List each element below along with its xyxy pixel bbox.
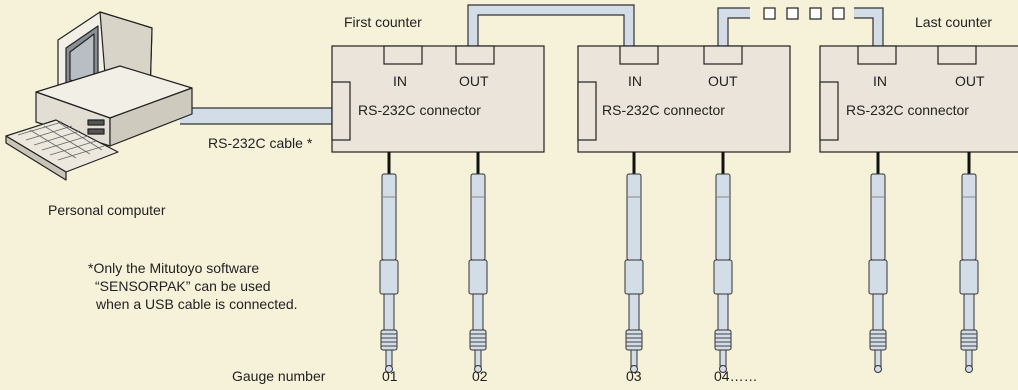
in-label: IN: [873, 73, 887, 89]
last-counter-label: Last counter: [915, 14, 993, 30]
gauge-probe-icon: [468, 152, 488, 373]
gauge-number: 01: [382, 368, 398, 384]
gauge-number-label: Gauge number: [232, 368, 326, 384]
rs232c-connector-port: [331, 81, 351, 141]
out-port: [703, 45, 743, 65]
cable-asterisk: *: [306, 135, 313, 151]
out-label: OUT: [459, 73, 489, 89]
personal-computer-icon: [5, 11, 193, 181]
in-port: [619, 45, 659, 65]
rs232c-connector-port: [819, 81, 839, 141]
rs232c-cable: [180, 107, 342, 125]
gauge-number: 03: [626, 368, 642, 384]
out-port: [937, 45, 977, 65]
continuation-cable: [717, 7, 884, 46]
out-port: [455, 45, 495, 65]
connector-label: RS-232C connector: [846, 102, 969, 118]
daisy-chain-cable: [467, 4, 635, 46]
gauge-probe-icon: [713, 152, 733, 373]
continuation-dot: [786, 7, 799, 20]
gauge-probe-icon: [379, 152, 399, 373]
counter-last: [819, 45, 1018, 153]
personal-computer-label: Personal computer: [48, 202, 166, 218]
usb-note-line-3: when a USB cable is connected.: [96, 296, 298, 312]
usb-note-line-1: *Only the Mitutoyo software: [88, 260, 260, 276]
connector-label: RS-232C connector: [602, 102, 725, 118]
gauge-number: 04……: [714, 368, 758, 384]
cable-label-text: RS-232C cable: [208, 135, 303, 151]
in-label: IN: [628, 73, 642, 89]
gauge-probe-icon: [959, 152, 979, 373]
out-label: OUT: [955, 73, 985, 89]
continuation-dot: [832, 7, 845, 20]
gauge-probe-icon: [868, 152, 888, 373]
cable-label: RS-232C cable *: [208, 135, 312, 151]
first-counter-label: First counter: [344, 14, 422, 30]
in-label: IN: [393, 73, 407, 89]
out-label: OUT: [708, 73, 738, 89]
connector-label: RS-232C connector: [358, 102, 481, 118]
in-port: [383, 45, 423, 65]
counter-2: [577, 45, 791, 153]
gauge-number: 02: [472, 368, 488, 384]
usb-note-line-2: “SENSORPAK” can be used: [95, 278, 271, 294]
counter-1: [331, 45, 545, 153]
gauge-probe-icon: [624, 152, 644, 373]
rs232c-connector-port: [577, 81, 597, 141]
continuation-dot: [809, 7, 822, 20]
in-port: [857, 45, 897, 65]
continuation-dot: [763, 7, 776, 20]
